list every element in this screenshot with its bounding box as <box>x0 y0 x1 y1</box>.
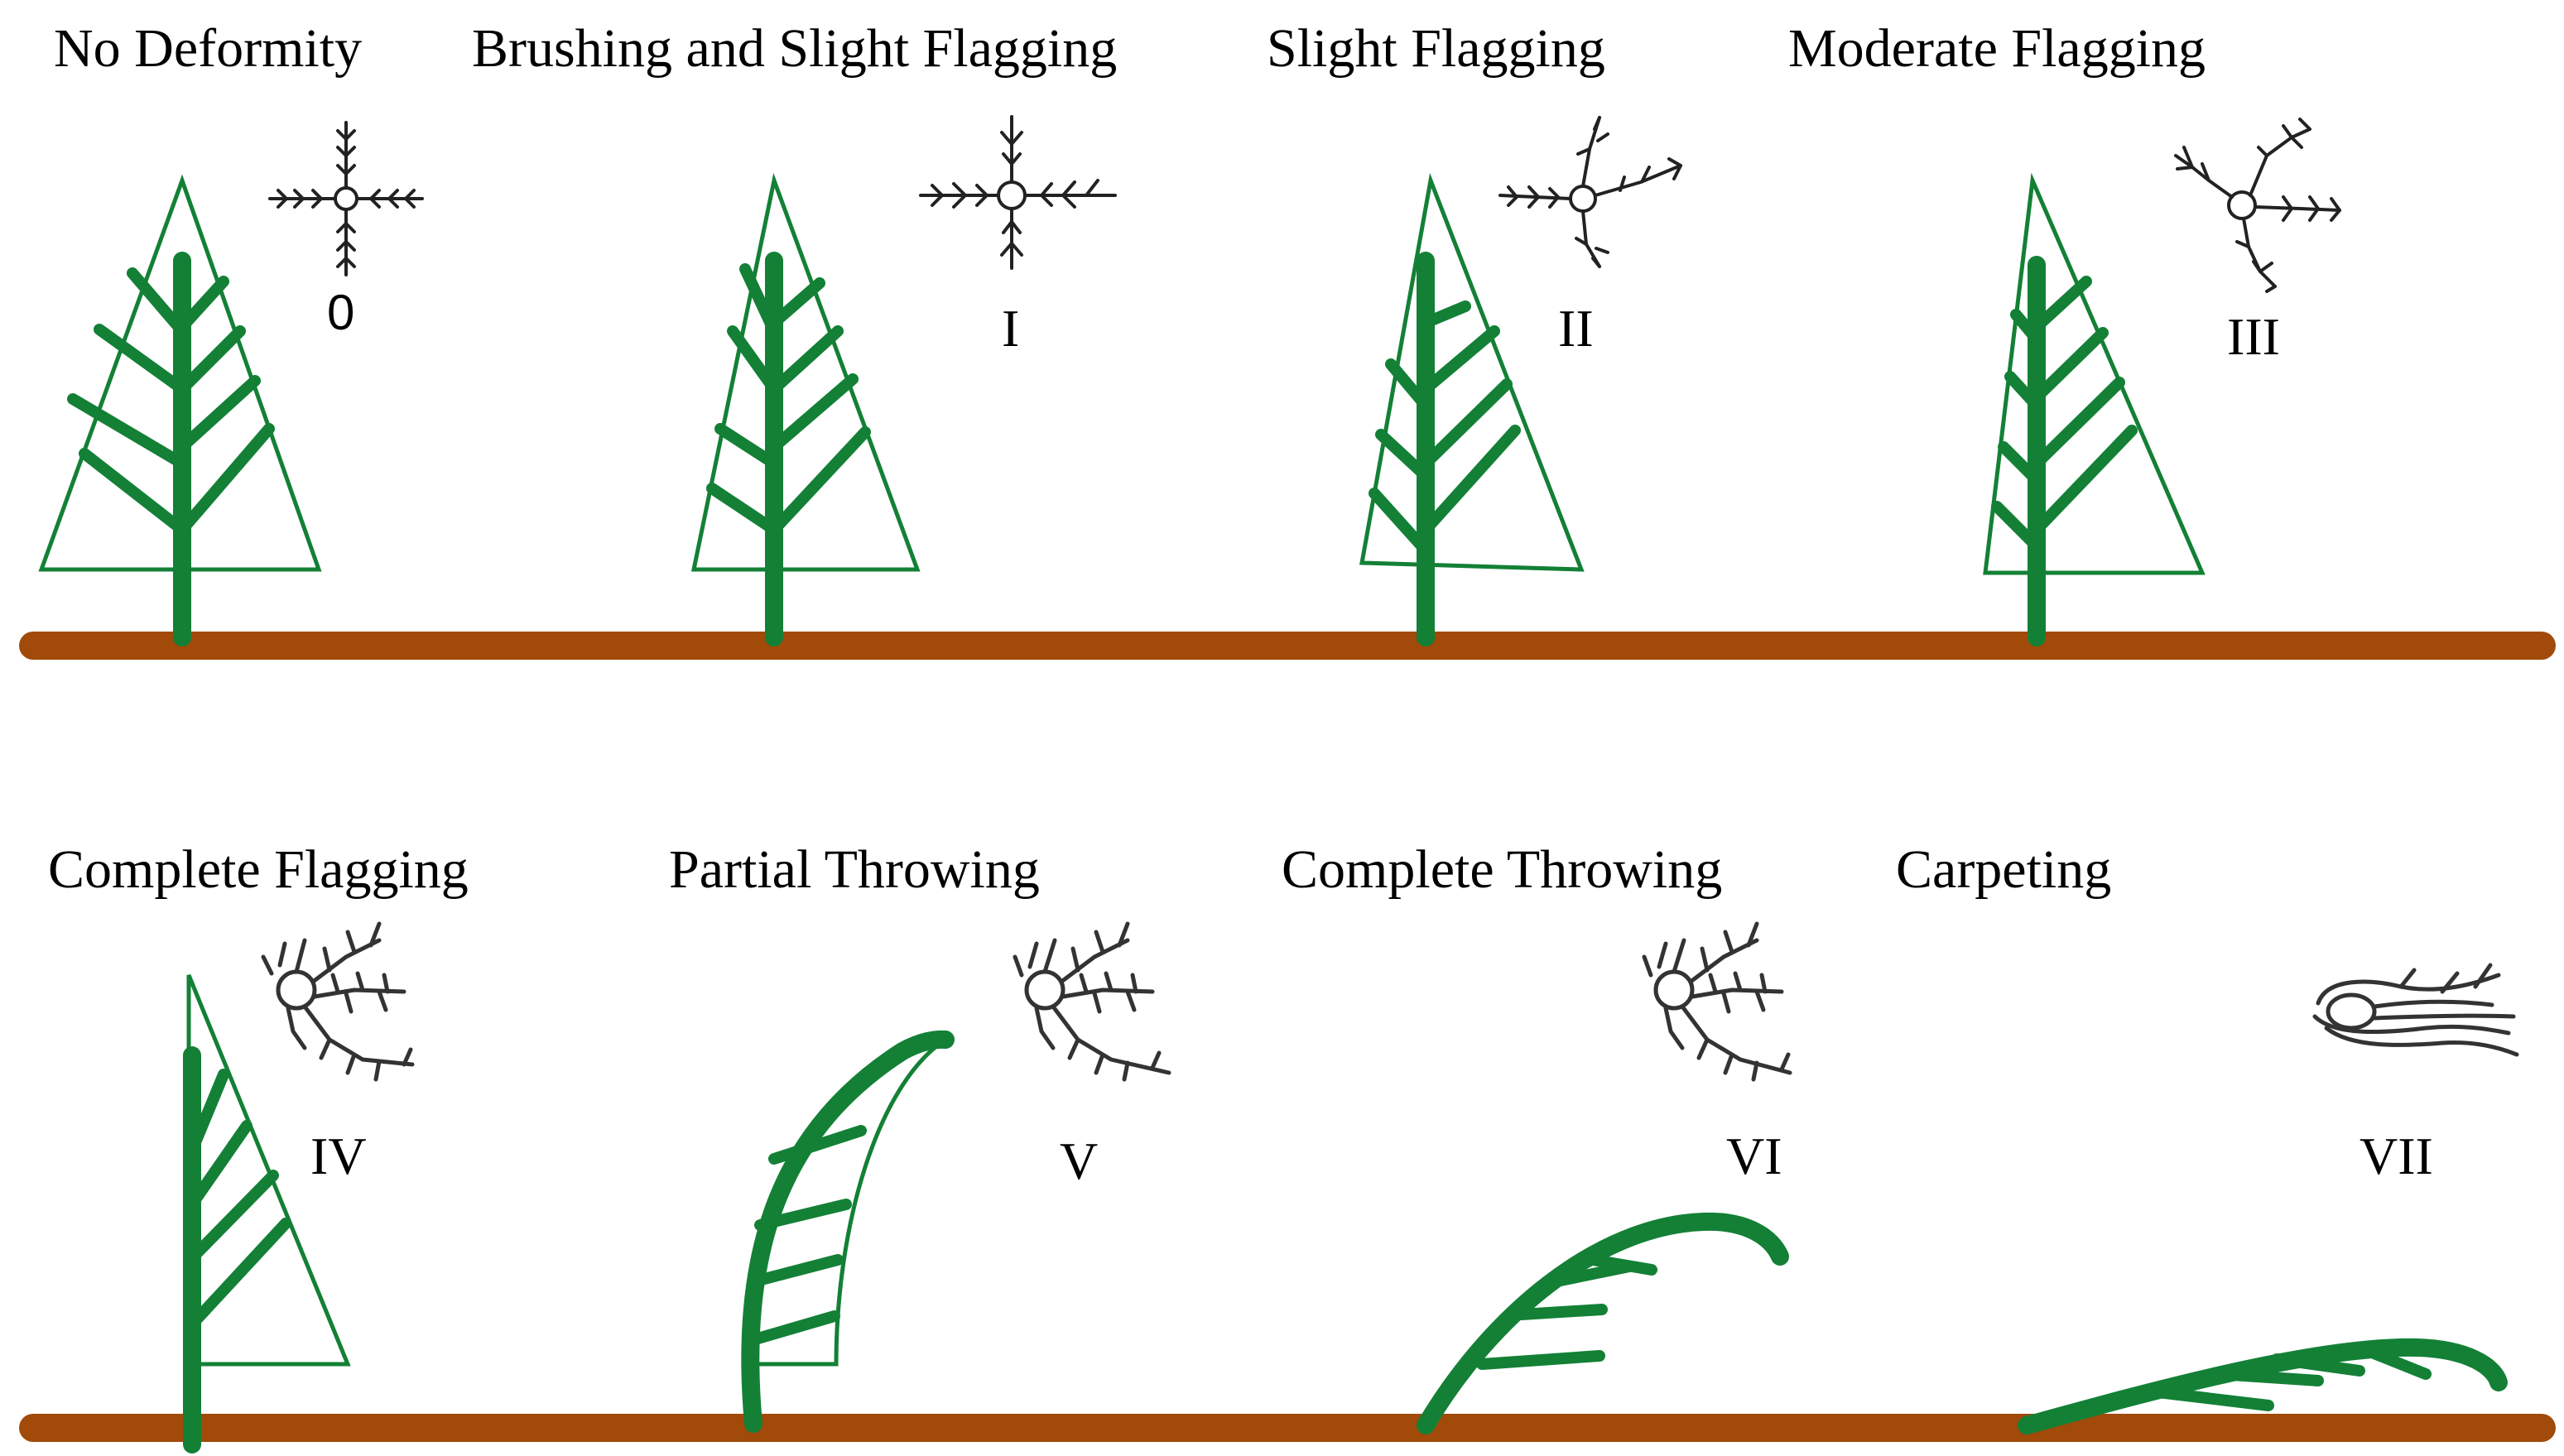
tree-carpeting <box>2018 1338 2508 1434</box>
numeral-VI: VI <box>1726 1127 1782 1185</box>
tree-complete-flagging <box>183 974 351 1454</box>
title-partial-throwing: Partial Throwing <box>669 839 1040 900</box>
tree-brushing-slight-flagging <box>690 172 921 646</box>
numeral-I: I <box>1002 299 1019 358</box>
numeral-IV: IV <box>310 1127 367 1185</box>
flagged-crown-icon <box>261 921 415 1082</box>
title-no-deformity: No Deformity <box>54 18 362 79</box>
title-carpeting: Carpeting <box>1896 839 2111 900</box>
numeral-VII: VII <box>2360 1127 2433 1185</box>
four-arm-branch-icon <box>268 121 424 276</box>
tree-no-deformity <box>38 174 322 646</box>
swept-branch-icon <box>1498 116 1682 268</box>
numeral-III: III <box>2227 307 2280 366</box>
numeral-V: V <box>1060 1132 1098 1190</box>
title-complete-throwing: Complete Throwing <box>1282 839 1722 900</box>
title-complete-flagging: Complete Flagging <box>48 839 469 900</box>
tree-moderate-flagging <box>1983 172 2206 646</box>
numeral-II: II <box>1558 299 1594 358</box>
carpet-crown-icon <box>2312 963 2519 1057</box>
flagged-crown-icon <box>1642 921 1792 1082</box>
swept-branch-icon <box>2174 118 2341 293</box>
title-brushing-slight-flagging: Brushing and Slight Flagging <box>472 18 1117 79</box>
flagged-crown-icon <box>1013 921 1171 1082</box>
tree-partial-throwing <box>741 1030 955 1433</box>
four-arm-branch-icon <box>919 115 1117 270</box>
tree-complete-throwing <box>1417 1212 1789 1434</box>
numeral-0: 0 <box>327 285 354 340</box>
tree-slight-flagging <box>1359 172 1585 646</box>
title-slight-flagging: Slight Flagging <box>1267 18 1605 79</box>
title-moderate-flagging: Moderate Flagging <box>1788 18 2206 79</box>
